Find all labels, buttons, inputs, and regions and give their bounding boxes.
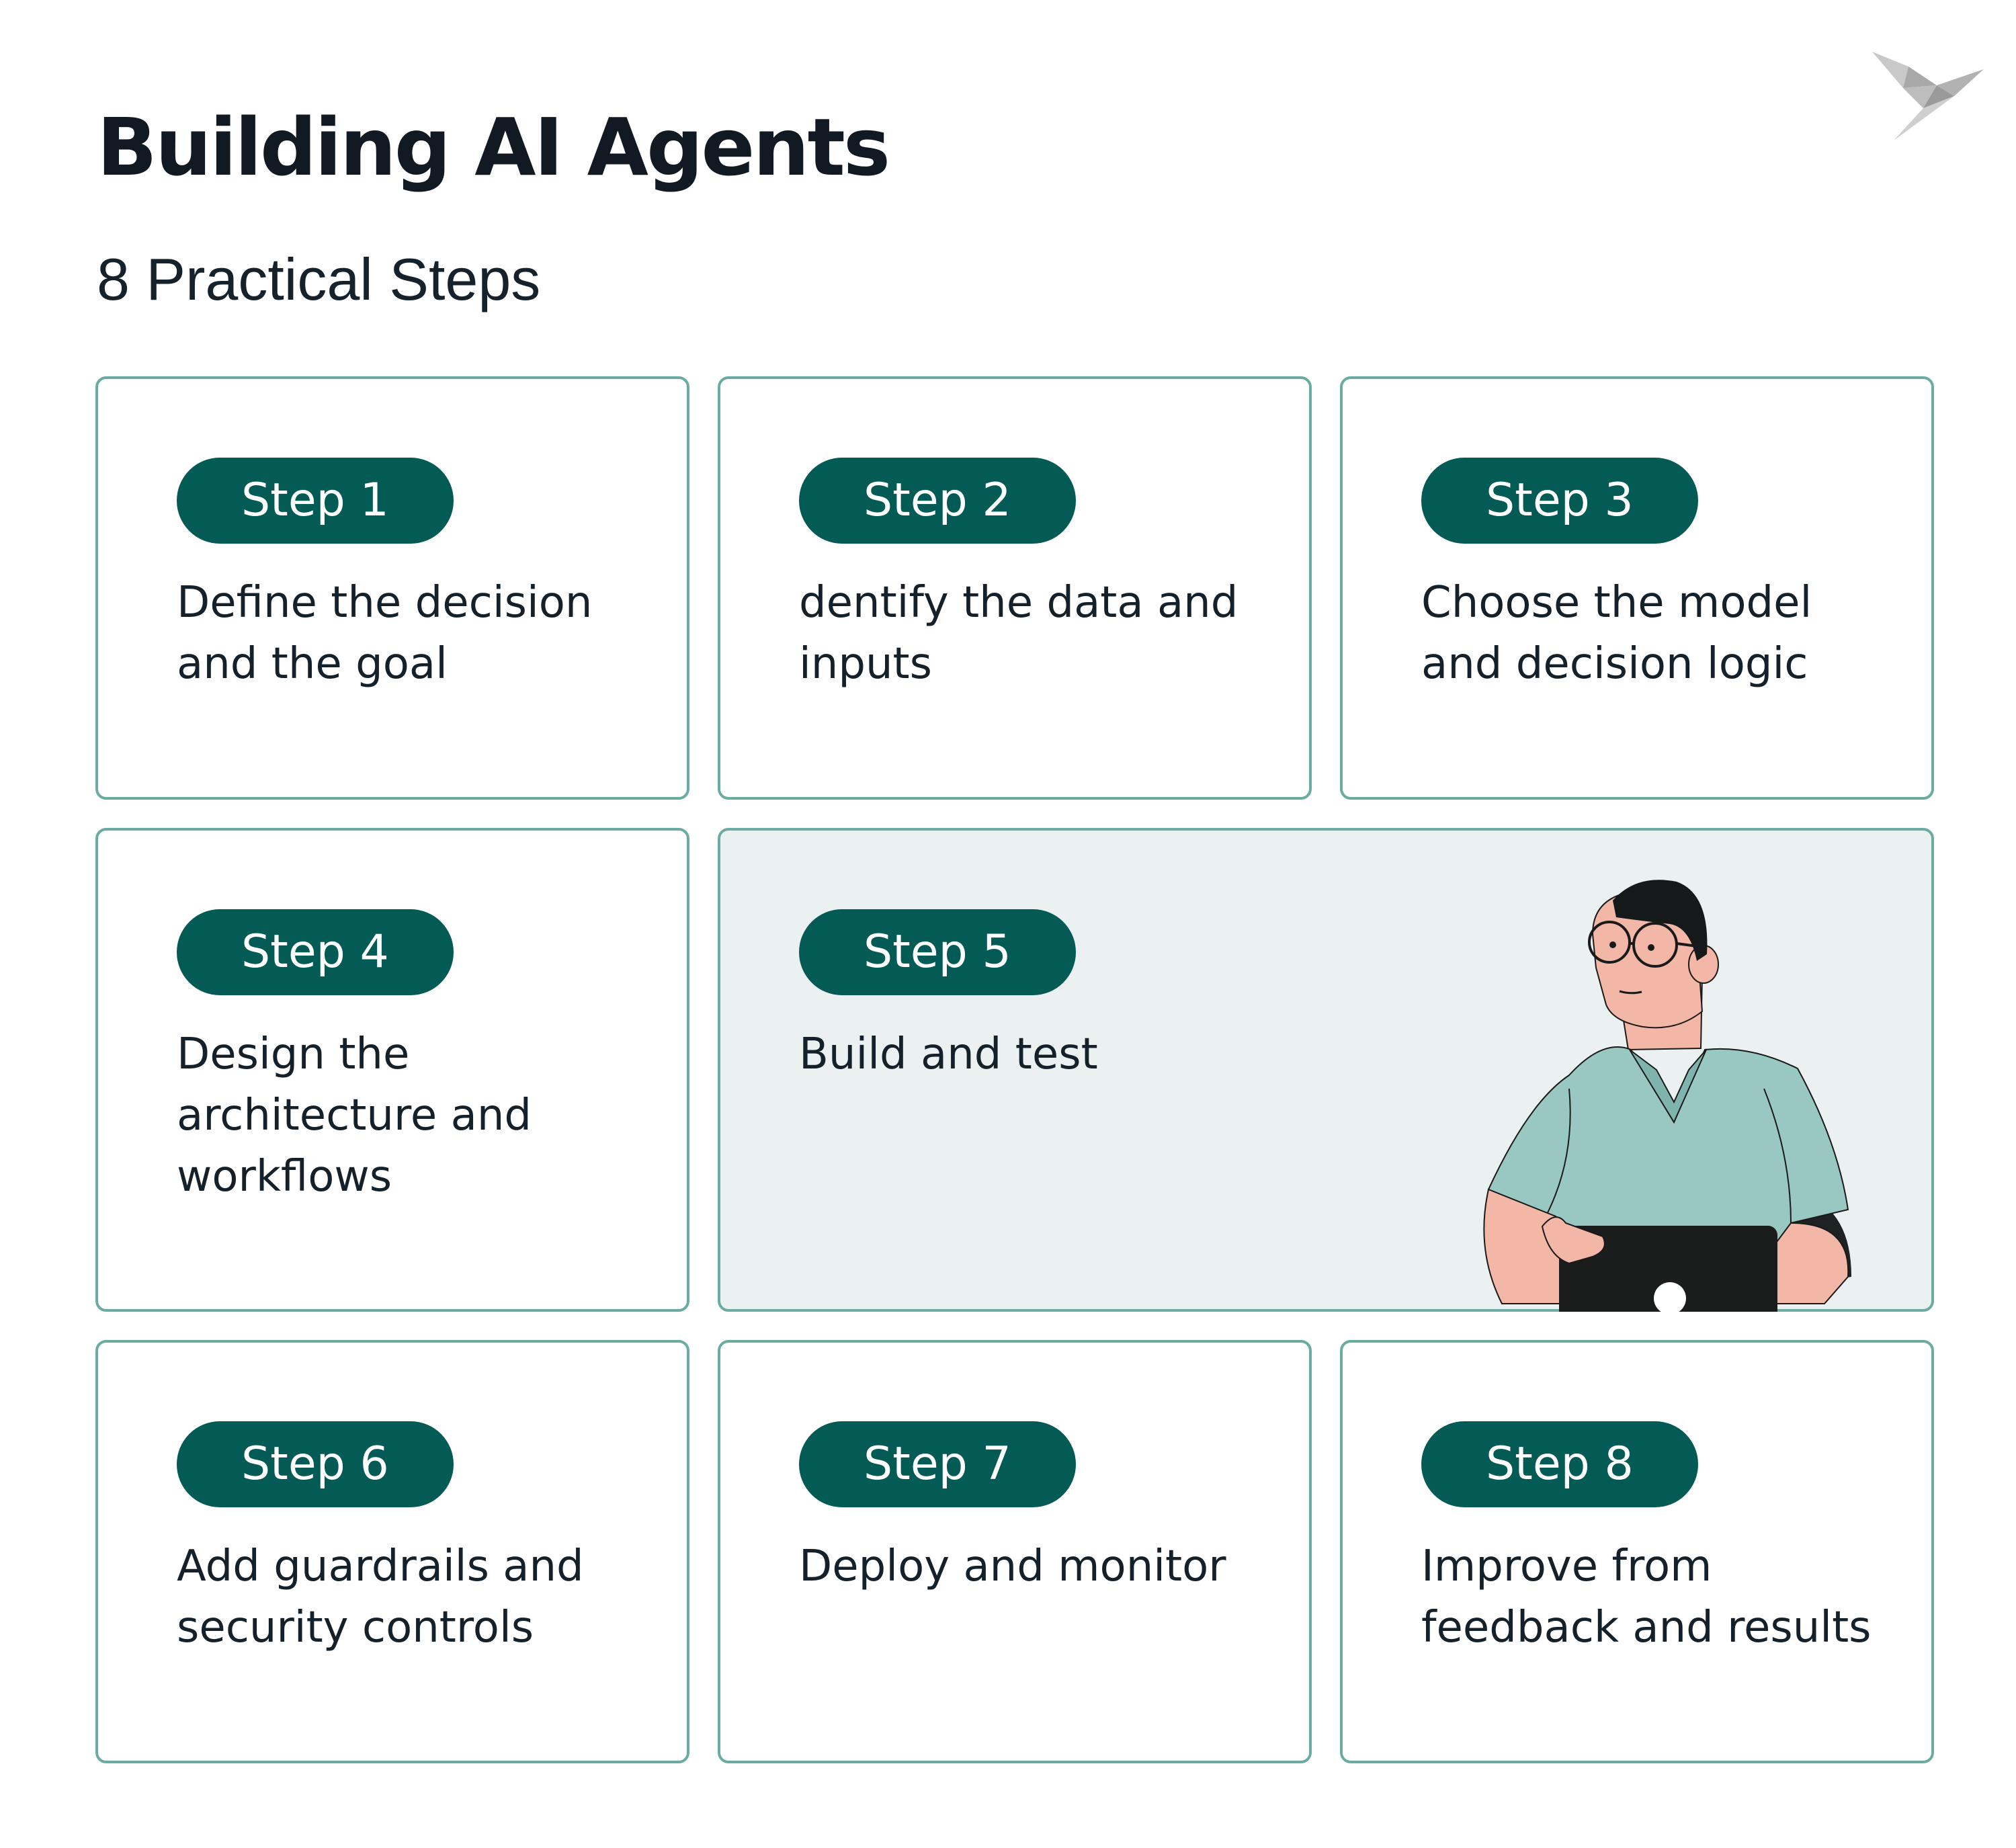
step-description: Deploy and monitor [799,1542,1226,1591]
step-card-3: Step 3 Choose the model and decision log… [1340,376,1934,800]
step-badge: Step 2 [799,458,1076,544]
step-badge: Step 3 [1421,458,1698,544]
step-card-4: Step 4 Design the architecture and workf… [95,828,689,1312]
step-description: Add guardrails and security controls [177,1542,584,1652]
step-description: Build and test [799,1030,1098,1079]
step-description: dentify the data and inputs [799,578,1238,689]
step-badge: Step 6 [177,1421,454,1507]
step-badge: Step 1 [177,458,454,544]
step-card-6: Step 6 Add guardrails and security contr… [95,1340,689,1763]
step-badge: Step 7 [799,1421,1076,1507]
step-badge: Step 4 [177,909,454,995]
step-description: Design the architecture and workflows [177,1030,532,1202]
person-holding-tablet-illustration [1483,880,1851,1312]
step-badge: Step 5 [799,909,1076,995]
step-description: Define the decision and the goal [177,578,593,689]
origami-bird-icon [1872,52,1984,140]
step-card-1: Step 1 Define the decision and the goal [95,376,689,800]
page-subtitle: 8 Practical Steps [97,246,541,312]
step-card-7: Step 7 Deploy and monitor [718,1340,1312,1763]
step-card-2: Step 2 dentify the data and inputs [718,376,1312,800]
step-description: Choose the model and decision logic [1421,578,1812,689]
step-description: Improve from feedback and results [1421,1542,1872,1652]
page-title: Building AI Agents [97,101,890,194]
step-badge: Step 8 [1421,1421,1698,1507]
step-card-8: Step 8 Improve from feedback and results [1340,1340,1934,1763]
